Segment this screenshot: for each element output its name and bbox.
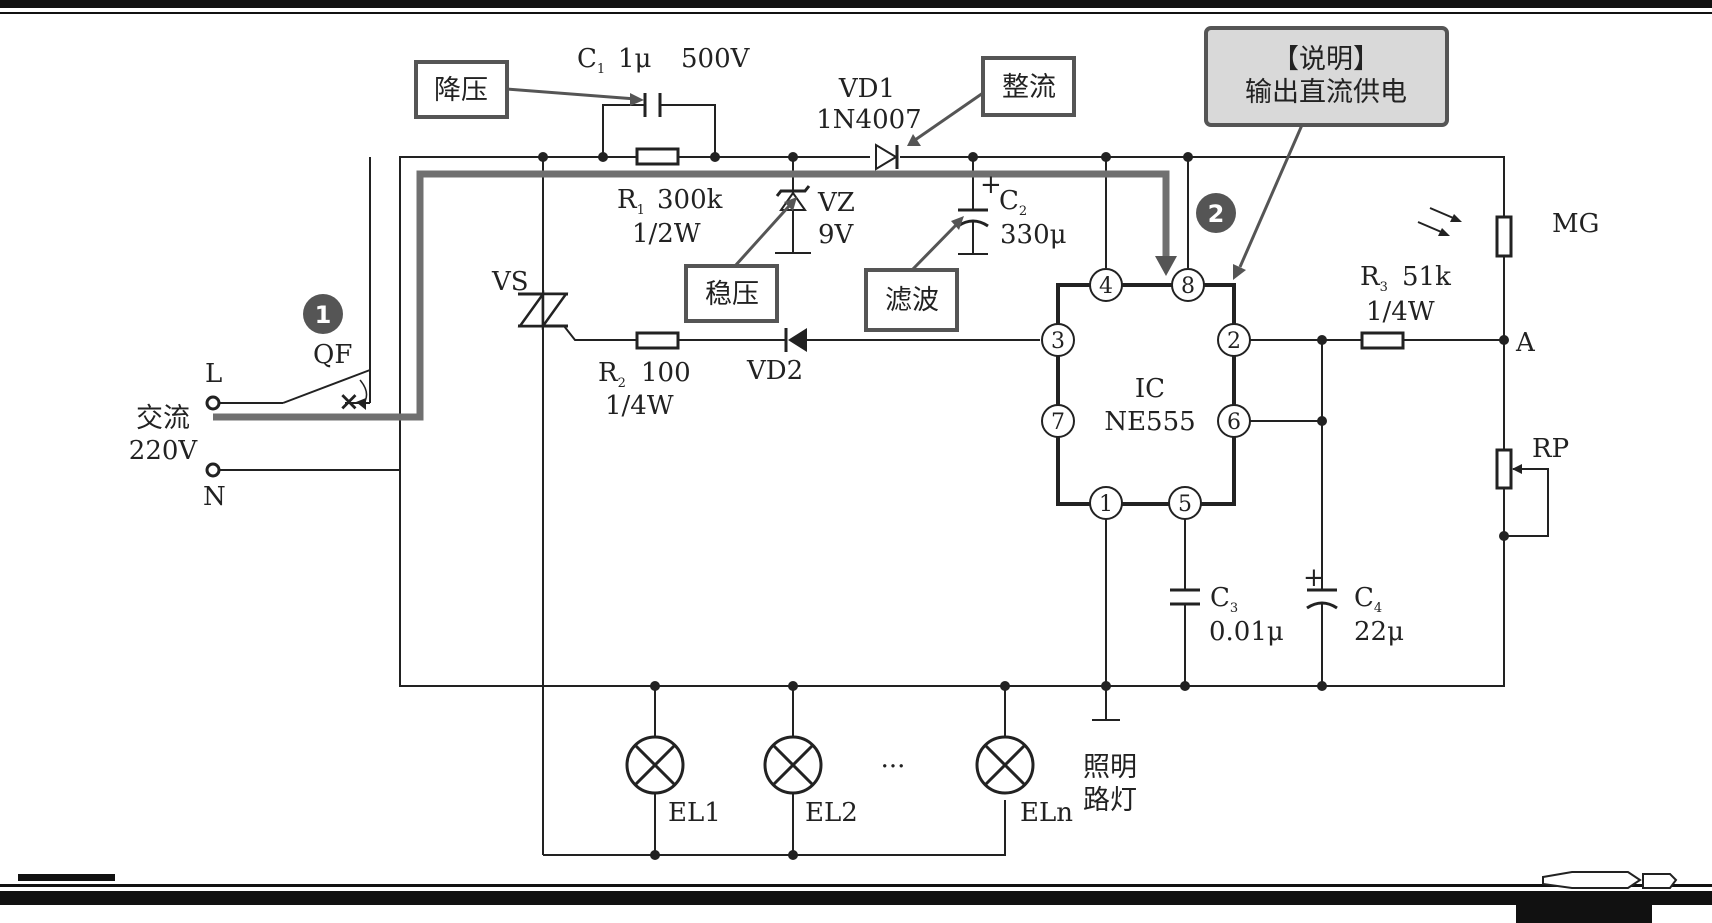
svg-text:A: A (1515, 328, 1536, 358)
marker-1: 1 (303, 294, 343, 334)
svg-text:C2: C2 (999, 186, 1027, 219)
svg-text:51k: 51k (1402, 262, 1451, 292)
svg-text:L: L (205, 359, 222, 389)
bottom-right-tab (1516, 905, 1652, 923)
svg-text:EL2: EL2 (805, 798, 858, 828)
ic-pin-5: 5 (1178, 492, 1192, 517)
svg-text:ELn: ELn (1020, 798, 1073, 828)
pencil-icon (1542, 871, 1678, 889)
svg-text:R1: R1 (617, 185, 645, 218)
ic-pin-3: 3 (1051, 329, 1065, 354)
top-border-thin (0, 12, 1712, 14)
bottom-border-thick (0, 891, 1712, 905)
svg-text:VZ: VZ (817, 188, 855, 218)
triac-vs (517, 290, 569, 330)
svg-text:22μ: 22μ (1354, 617, 1404, 647)
switch-qf: × (282, 369, 371, 417)
ic-pin-7: 7 (1051, 410, 1065, 435)
svg-text:R2: R2 (598, 358, 626, 391)
capacitor-c1 (643, 93, 662, 117)
lamp-eln (975, 735, 1035, 795)
svg-text:+: + (1303, 563, 1325, 593)
svg-text:滤波: 滤波 (885, 285, 939, 316)
svg-text:VS: VS (491, 267, 529, 297)
svg-text:降压: 降压 (434, 75, 488, 106)
svg-text:稳压: 稳压 (705, 279, 759, 310)
svg-text:+: + (980, 170, 1002, 200)
ic-pin-6: 6 (1227, 410, 1241, 435)
bottom-left-tab (18, 874, 115, 881)
svg-text:1/4W: 1/4W (605, 391, 674, 421)
junction-dots (538, 152, 1509, 860)
terminal-l-dot (205, 395, 221, 411)
svg-text:1/2W: 1/2W (632, 219, 701, 249)
svg-text:照明: 照明 (1083, 752, 1137, 783)
svg-text:C4: C4 (1354, 583, 1382, 616)
ic-pin-4: 4 (1099, 274, 1113, 299)
svg-text:0.01μ: 0.01μ (1209, 617, 1284, 647)
note-title: 【说明】 (1272, 44, 1380, 75)
lamp-el1 (625, 735, 685, 795)
svg-text:100: 100 (641, 358, 691, 388)
callout-filter: 滤波 (864, 216, 964, 332)
svg-text:2: 2 (1208, 200, 1225, 228)
svg-text:500V: 500V (681, 44, 751, 74)
svg-text:MG: MG (1552, 209, 1599, 239)
wiring (213, 104, 1549, 856)
terminal-n-dot (205, 462, 221, 478)
component-labels: C1 1μ 500V VD1 1N4007 R1 300k 1/2W VZ 9V… (129, 44, 1600, 828)
callout-regulate: 稳压 (684, 197, 797, 323)
lamp-el2 (763, 735, 823, 795)
ic-pins: 4 8 3 2 7 6 1 5 (1041, 268, 1251, 520)
ic-pin-8: 8 (1181, 274, 1195, 299)
svg-text:1/4W: 1/4W (1366, 297, 1435, 327)
svg-text:C1: C1 (577, 44, 605, 77)
svg-text:交流: 交流 (136, 403, 190, 434)
bottom-border-thin (0, 884, 1712, 887)
svg-text:···: ··· (881, 752, 906, 782)
resistor-r3 (1360, 331, 1405, 350)
marker-2: 2 (1196, 193, 1236, 233)
svg-text:R3: R3 (1360, 262, 1388, 295)
top-border-thick (0, 0, 1712, 8)
diode-vd2 (784, 328, 807, 352)
current-path-highlight (213, 170, 1177, 421)
svg-text:NE555: NE555 (1104, 407, 1195, 437)
svg-text:330μ: 330μ (1000, 220, 1067, 250)
svg-text:×: × (338, 387, 360, 417)
photoresistor-mg (1417, 207, 1513, 258)
ic-pin-2: 2 (1227, 329, 1241, 354)
svg-text:1: 1 (315, 301, 332, 329)
resistor-r2 (635, 331, 680, 350)
svg-text:EL1: EL1 (668, 798, 721, 828)
svg-text:整流: 整流 (1002, 72, 1056, 103)
svg-text:1N4007: 1N4007 (816, 105, 921, 135)
svg-text:IC: IC (1135, 374, 1165, 404)
capacitor-c3 (1170, 588, 1200, 606)
callout-step-down: 降压 (414, 60, 644, 119)
svg-text:220V: 220V (129, 436, 199, 466)
svg-text:1μ: 1μ (618, 44, 651, 74)
callout-rectify: 整流 (907, 56, 1076, 146)
diode-vd1 (870, 143, 900, 171)
svg-text:VD1: VD1 (838, 74, 895, 104)
svg-text:N: N (203, 482, 226, 512)
ic-pin-1: 1 (1099, 492, 1113, 517)
note-body: 输出直流供电 (1245, 77, 1407, 108)
callout-note: 【说明】 输出直流供电 (1204, 26, 1449, 280)
svg-text:C3: C3 (1210, 583, 1238, 616)
svg-text:300k: 300k (657, 185, 723, 215)
capacitor-c4 (1306, 588, 1338, 610)
svg-text:9V: 9V (818, 220, 855, 250)
potentiometer-rp (1495, 448, 1524, 490)
svg-text:QF: QF (313, 340, 352, 370)
svg-text:VD2: VD2 (746, 356, 803, 386)
svg-text:路灯: 路灯 (1083, 785, 1137, 816)
resistor-r1 (635, 147, 680, 166)
svg-text:RP: RP (1532, 434, 1569, 464)
